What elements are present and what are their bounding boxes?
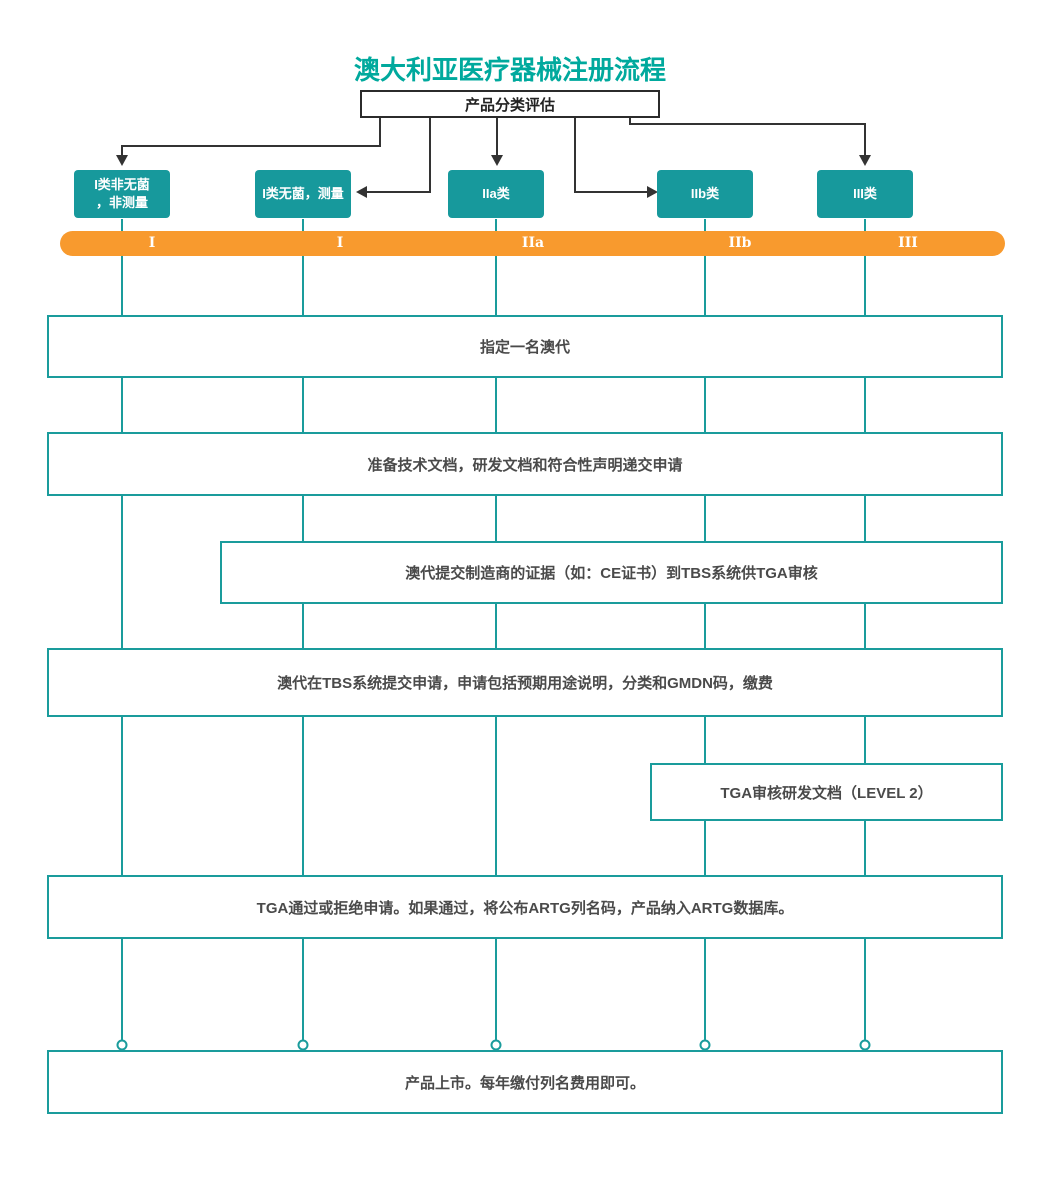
arrowhead-right-4 — [647, 186, 658, 198]
class-box-i-nonsterile: I类非无菌 ，非测量 — [74, 170, 170, 218]
junction-dots — [116, 1039, 871, 1051]
track-label-4: IIb — [728, 235, 752, 251]
class-box-iib: IIb类 — [657, 170, 753, 218]
step-tbs-application: 澳代在TBS系统提交申请，申请包括预期用途说明，分类和GMDN码，缴费 — [47, 648, 1003, 717]
junction-dot-4 — [699, 1039, 711, 1051]
arrowhead-down-3 — [491, 155, 503, 166]
track-label-3: IIa — [521, 235, 545, 251]
class-box-iii: III类 — [817, 170, 913, 218]
step-prepare-documents: 准备技术文档，研发文档和符合性声明递交申请 — [47, 432, 1003, 496]
branch-path-2 — [367, 118, 431, 193]
junction-dot-1 — [116, 1039, 128, 1051]
class-box-iia: IIa类 — [448, 170, 544, 218]
branch-path-1 — [121, 118, 381, 157]
arrowhead-down-5 — [859, 155, 871, 166]
track-label-1: I — [148, 235, 156, 251]
diagram-title: 澳大利亚医疗器械注册流程 — [353, 55, 666, 85]
class-box-i-sterile: I类无菌，测量 — [255, 170, 351, 218]
branch-path-5 — [629, 118, 866, 156]
step-tga-decision: TGA通过或拒绝申请。如果通过，将公布ARTG列名码，产品纳入ARTG数据库。 — [47, 875, 1003, 939]
junction-dot-3 — [490, 1039, 502, 1051]
arrowhead-down-1 — [116, 155, 128, 166]
step-product-launch: 产品上市。每年缴付列名费用即可。 — [47, 1050, 1003, 1114]
classification-assessment-box: 产品分类评估 — [360, 90, 660, 118]
arrowhead-left-2 — [356, 186, 367, 198]
junction-dot-2 — [297, 1039, 309, 1051]
step-submit-evidence: 澳代提交制造商的证据（如：CE证书）到TBS系统供TGA审核 — [220, 541, 1003, 604]
track-label-2: I — [336, 235, 344, 251]
track-label-5: III — [898, 235, 918, 251]
branch-connectors — [116, 118, 871, 198]
junction-dot-5 — [859, 1039, 871, 1051]
step-appoint-sponsor: 指定一名澳代 — [47, 315, 1003, 378]
step-tga-review-level2: TGA审核研发文档（LEVEL 2） — [650, 763, 1003, 821]
classification-track-bar: I I IIa IIb III — [60, 231, 1005, 256]
branch-path-4 — [574, 118, 647, 193]
